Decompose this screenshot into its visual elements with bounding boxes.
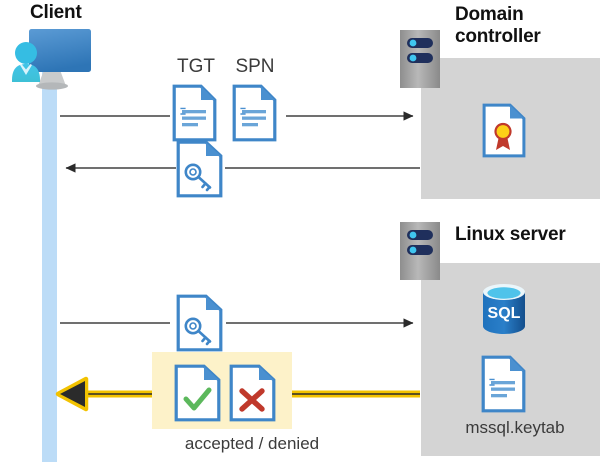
accepted-denied-caption: accepted / denied bbox=[184, 434, 320, 453]
domain-controller-label: Domain controller bbox=[455, 4, 541, 47]
document-certificate-icon bbox=[482, 103, 526, 158]
arrow-auth-result bbox=[55, 376, 420, 412]
document-lines-icon bbox=[172, 84, 217, 142]
sql-database-icon: SQL bbox=[478, 281, 530, 337]
tgt-label: TGT bbox=[177, 56, 215, 77]
document-cross-icon bbox=[229, 364, 276, 422]
client-lifeline bbox=[42, 62, 57, 462]
server-rack-icon bbox=[398, 220, 442, 282]
document-key-icon bbox=[176, 294, 223, 352]
server-rack-icon bbox=[398, 28, 442, 90]
sql-db-text: SQL bbox=[488, 305, 521, 322]
document-key-icon bbox=[176, 140, 223, 198]
document-lines-icon bbox=[481, 355, 526, 413]
spn-label: SPN bbox=[235, 56, 275, 77]
document-lines-icon bbox=[232, 84, 277, 142]
linux-server-label: Linux server bbox=[455, 224, 566, 245]
document-check-icon bbox=[174, 364, 221, 422]
client-user-monitor-icon bbox=[4, 24, 92, 96]
mssql-keytab-label: mssql.keytab bbox=[465, 418, 565, 437]
client-label: Client bbox=[30, 2, 82, 23]
